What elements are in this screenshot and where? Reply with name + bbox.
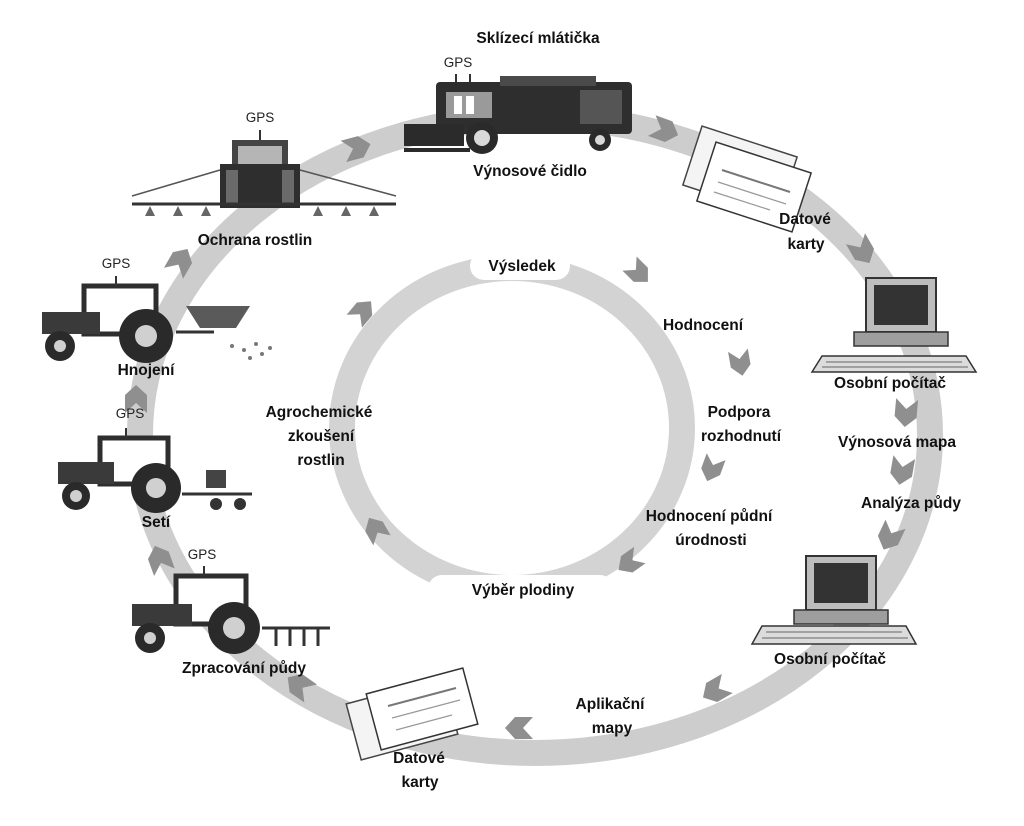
outer-cycle-arrows	[125, 115, 919, 739]
crop-selection-label-bg	[428, 575, 614, 603]
outer-arrow-7	[703, 673, 733, 703]
inner-arrow-5	[365, 517, 391, 546]
tractor-icon-tillage	[132, 566, 330, 654]
inner-arrow-2	[728, 348, 751, 376]
yield-sensor-label: Výnosové čidlo	[473, 163, 587, 180]
outer-arrow-11	[125, 385, 147, 413]
outer-arrow-6	[877, 519, 906, 550]
application-maps-label-line2: mapy	[592, 720, 633, 737]
sowing-label: Setí	[142, 514, 171, 531]
computer-icon-top	[810, 277, 978, 373]
outer-arrow-12	[163, 249, 193, 279]
outer-arrow-4	[894, 398, 919, 427]
inner-agrochemical-label-line2: zkoušení	[288, 428, 355, 445]
inner-decision-support-label-line1: Podpora	[708, 404, 771, 421]
data-cards-bottom-label-line1: Datové	[393, 750, 445, 767]
inner-result-label: Výsledek	[488, 258, 556, 275]
sprayer-gps-label: GPS	[246, 110, 275, 125]
application-maps-label-line1: Aplikační	[576, 696, 646, 713]
computer-icon-bottom	[750, 555, 918, 645]
tillage-label: Zpracování půdy	[182, 660, 306, 677]
outer-arrow-1	[340, 136, 371, 162]
data-cards-top-label-line1: Datové	[779, 211, 831, 228]
personal-computer-top-label: Osobní počítač	[834, 375, 946, 392]
outer-arrow-8	[505, 717, 533, 739]
inner-agrochemical-label-line3: rostlin	[297, 452, 344, 469]
inner-cycle-ring	[329, 255, 695, 601]
inner-arrow-1	[622, 256, 648, 282]
inner-decision-support-label-line2: rozhodnutí	[701, 428, 782, 445]
data-cards-bottom-label-line2: karty	[401, 774, 438, 791]
tractor-icon-sowing	[58, 428, 252, 513]
soil-analysis-label: Analýza půdy	[861, 495, 961, 512]
fertilizing-label: Hnojení	[118, 362, 176, 379]
data-card-icon-bottom	[345, 667, 479, 761]
combine-harvester-icon	[404, 74, 632, 154]
inner-soil-fertility-label-line1: Hodnocení půdní	[646, 508, 773, 525]
inner-crop-selection-label: Výběr plodiny	[472, 582, 575, 599]
inner-arrow-6	[346, 301, 373, 328]
tillage-gps-label: GPS	[188, 547, 217, 562]
result-label-bg	[470, 252, 570, 280]
inner-arrow-3	[701, 453, 726, 482]
inner-arrow-4	[618, 546, 646, 573]
inner-agrochemical-label-line1: Agrochemické	[266, 404, 373, 421]
inner-soil-fertility-label-line2: úrodnosti	[675, 532, 746, 549]
combine-title-label: Sklízecí mlátička	[476, 30, 600, 47]
combine-gps-label: GPS	[444, 55, 473, 70]
outer-arrow-10	[147, 545, 175, 576]
data-card-icon-top	[681, 125, 813, 233]
sowing-gps-label: GPS	[116, 406, 145, 421]
outer-arrow-3	[845, 233, 875, 263]
outer-arrow-2	[648, 115, 679, 143]
outer-arrow-9	[287, 674, 317, 703]
personal-computer-bottom-label: Osobní počítač	[774, 651, 886, 668]
data-cards-top-label-line2: karty	[787, 236, 824, 253]
plant-protection-label: Ochrana rostlin	[198, 232, 313, 249]
yield-map-label: Výnosová mapa	[838, 434, 956, 451]
fertilizing-gps-label: GPS	[102, 256, 131, 271]
tractor-icon-fertilizing	[42, 276, 272, 363]
inner-evaluation-label: Hodnocení	[663, 317, 744, 334]
inner-cycle-arrows	[346, 256, 751, 573]
sprayer-icon	[131, 130, 397, 216]
outer-arrow-5	[890, 455, 916, 485]
